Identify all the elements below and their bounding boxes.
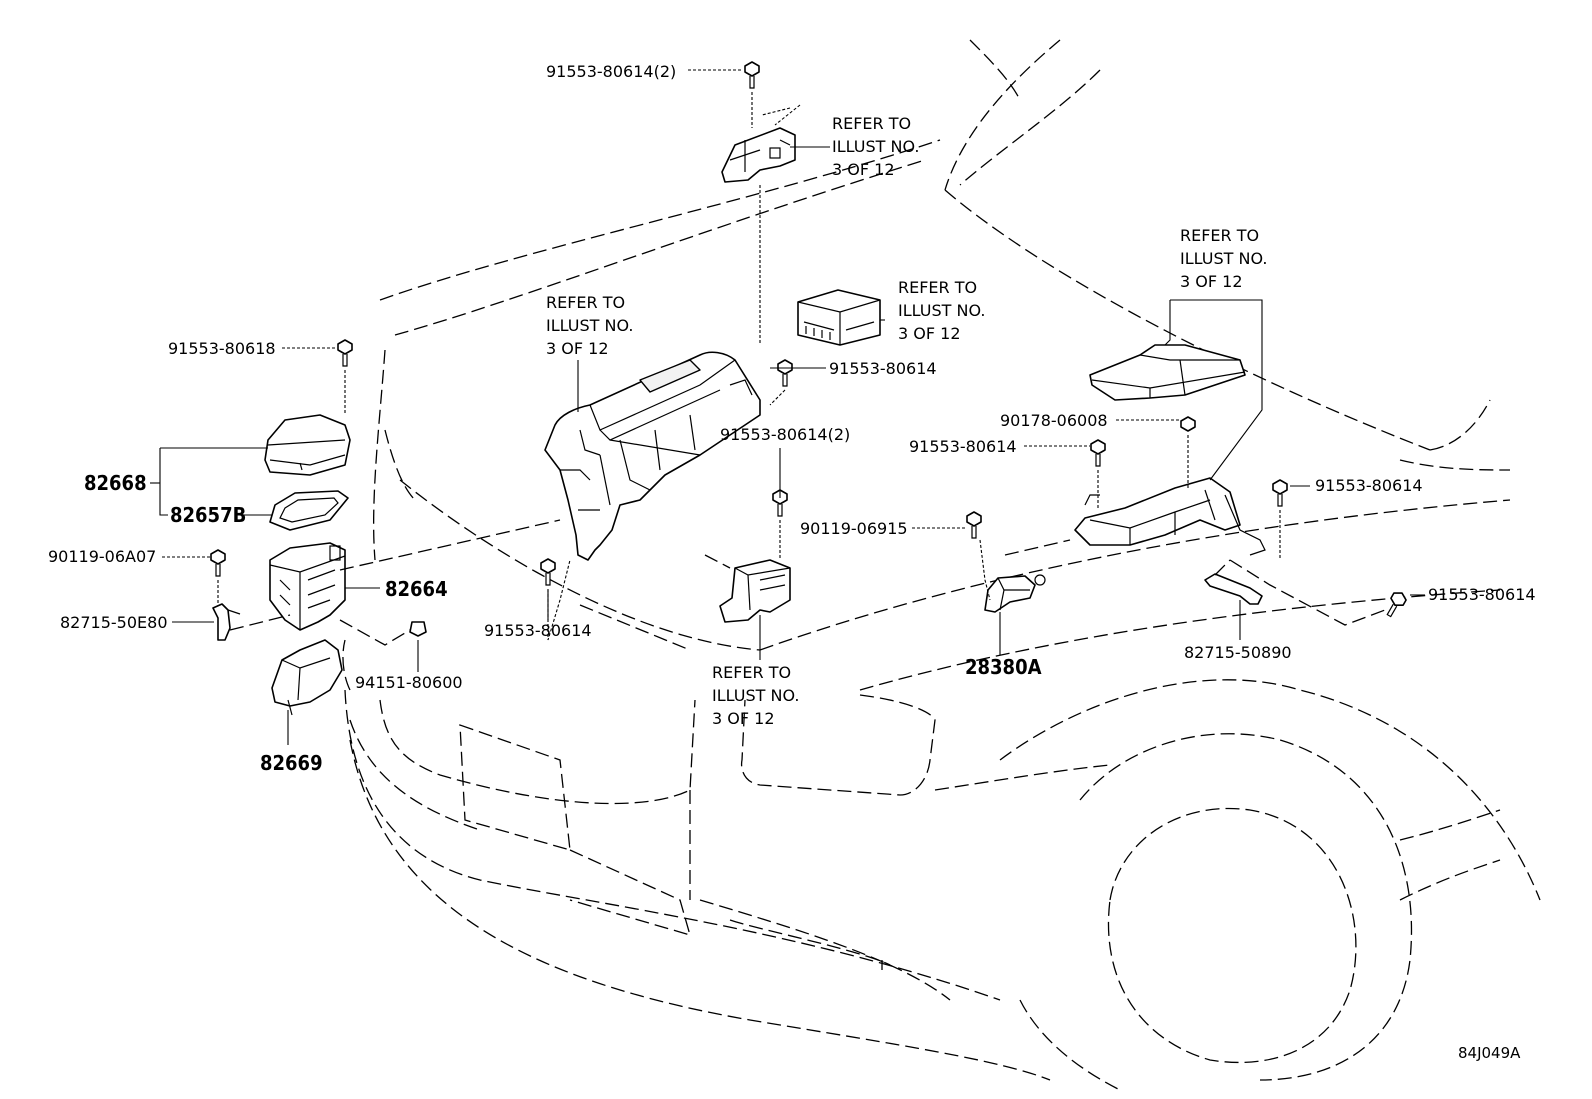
label-leaders — [150, 69, 1425, 745]
bolt-icon — [1090, 439, 1106, 467]
label-94151-80600: 94151-80600 — [355, 673, 463, 692]
refer-line-3: 3 OF 12 — [1180, 272, 1243, 291]
bolt-icon — [337, 339, 353, 367]
label-91553-80614-2-top: 91553-80614(2) — [546, 62, 676, 81]
assembly-lines — [217, 92, 1386, 651]
label-28380A: 28380A — [965, 655, 1042, 679]
label-82657B: 82657B — [170, 503, 246, 527]
bolt-icons — [210, 61, 1407, 637]
label-90119-06915: 90119-06915 — [800, 519, 908, 538]
bolt-icon — [1272, 479, 1288, 507]
bolt-icon — [966, 511, 982, 539]
bolt-icon — [1180, 416, 1196, 432]
refer-line-1: REFER TO — [832, 114, 911, 133]
bolt-icon — [744, 61, 760, 89]
refer-line-2: ILLUST NO. — [712, 686, 799, 705]
label-91553-80614-center: 91553-80614 — [829, 359, 937, 378]
label-91553-80614-right-b: 91553-80614 — [1315, 476, 1423, 495]
refer-note-bottom-center: REFER TO ILLUST NO. 3 OF 12 — [712, 663, 799, 728]
bolt-icon — [1386, 592, 1407, 618]
bolt-icon — [210, 549, 226, 577]
label-91553-80614-right-a: 91553-80614 — [909, 437, 1017, 456]
relay-box-right — [797, 289, 881, 346]
illustration-code: 84J049A — [1458, 1044, 1521, 1062]
part-labels: 91553-80614(2) 91553-80618 82668 82657B … — [48, 62, 1536, 775]
part-82668-cover — [264, 414, 351, 476]
bolt-icon — [777, 359, 793, 387]
part-82669-cover — [271, 639, 343, 716]
label-91553-80614-right-c: 91553-80614 — [1428, 585, 1536, 604]
refer-note-right-box: REFER TO ILLUST NO. 3 OF 12 — [898, 278, 985, 343]
label-91553-80614-left: 91553-80614 — [484, 621, 592, 640]
bolt-icon — [540, 558, 556, 586]
label-91553-80614-2-mid: 91553-80614(2) — [720, 425, 850, 444]
refer-note-upper-right: REFER TO ILLUST NO. 3 OF 12 — [1180, 226, 1267, 291]
center-relay-box — [719, 559, 791, 623]
refer-line-2: ILLUST NO. — [832, 137, 919, 156]
refer-line-3: 3 OF 12 — [712, 709, 775, 728]
part-28380A-relay — [984, 574, 1046, 613]
refer-line-2: ILLUST NO. — [1180, 249, 1267, 268]
label-91553-80618: 91553-80618 — [168, 339, 276, 358]
label-82664: 82664 — [385, 577, 448, 601]
label-82715-50890: 82715-50890 — [1184, 643, 1292, 662]
part-82657B-gasket — [269, 490, 349, 531]
refer-line-1: REFER TO — [1180, 226, 1259, 245]
label-82669: 82669 — [260, 751, 323, 775]
refer-line-2: ILLUST NO. — [898, 301, 985, 320]
refer-line-1: REFER TO — [898, 278, 977, 297]
label-90178-06008: 90178-06008 — [1000, 411, 1108, 430]
vehicle-outline — [342, 39, 1541, 1091]
right-bracket-tray — [1074, 477, 1266, 556]
part-82664-block — [269, 542, 346, 631]
upper-relay-block — [721, 127, 796, 183]
refer-line-2: ILLUST NO. — [546, 316, 633, 335]
label-90119-06A07: 90119-06A07 — [48, 547, 156, 566]
label-82668: 82668 — [84, 471, 147, 495]
part-82715-50890-bracket — [1204, 573, 1263, 605]
refer-note-main-box: REFER TO ILLUST NO. 3 OF 12 — [546, 293, 633, 358]
label-82715-50E80: 82715-50E80 — [60, 613, 168, 632]
clip-icon — [409, 621, 427, 637]
part-82715-50E80-bracket — [212, 603, 241, 641]
right-upper-cover — [1089, 344, 1246, 401]
main-junction-box — [544, 351, 761, 561]
refer-line-3: 3 OF 12 — [898, 324, 961, 343]
refer-line-1: REFER TO — [546, 293, 625, 312]
refer-line-1: REFER TO — [712, 663, 791, 682]
refer-note-top: REFER TO ILLUST NO. 3 OF 12 — [832, 114, 919, 179]
refer-line-3: 3 OF 12 — [546, 339, 609, 358]
refer-line-3: 3 OF 12 — [832, 160, 895, 179]
